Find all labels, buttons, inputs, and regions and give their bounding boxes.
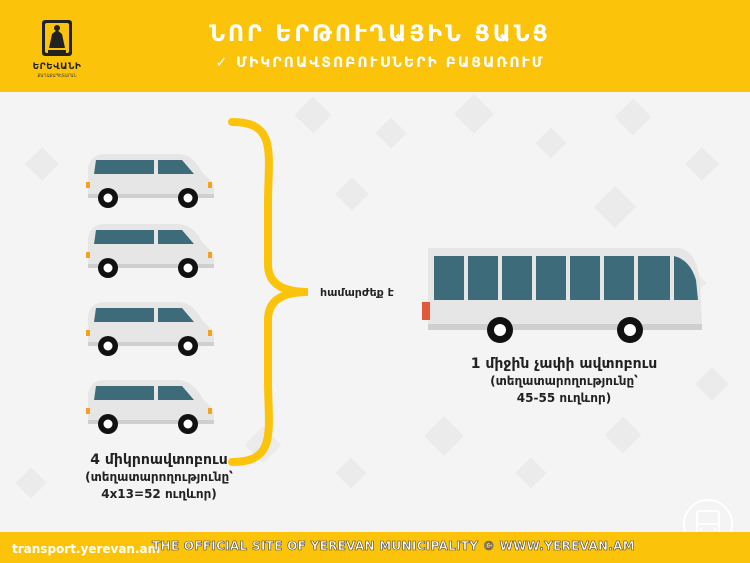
minibus-caption: 4 միկրոավտոբուս (տեղատարողությունը՝ 4x13… [44,452,274,503]
page-subtitle: ✓ ՄԻԿՐՈԱՎՏՈԲՈՒՍՆԵՐԻ ԲԱՑԱՌՈՒՄ [215,55,545,71]
logo-subtitle: ՔԱՂԱՔԱՊԵՏԱՐԱՆ [37,73,77,78]
page-title: ՆՈՐ ԵՐԹՈՒՂԱՅԻՆ ՑԱՆՑ [209,22,551,47]
minibus-capacity-value: 4x13=52 ուղևոր) [101,487,217,501]
bus-caption: 1 միջին չափի ավտոբուս (տեղատարողությունը… [454,356,674,407]
bus-count-label: 1 միջին չափի ավտոբուս [470,356,658,372]
minibus-icon [86,154,214,208]
minibus-capacity-label: (տեղատարողությունը՝ [85,470,233,484]
bus-capacity-value: 45-55 ուղևոր) [516,391,612,405]
watermark-text: THE OFFICIAL SITE OF YEREVAN MUNICIPALIT… [152,539,635,554]
yerevan-logo: ԵՐԵՎԱՆԻ ՔԱՂԱՔԱՊԵՏԱՐԱՆ [22,14,92,80]
minibus-icon [86,380,214,434]
logo-name: ԵՐԵՎԱՆԻ [32,62,82,72]
minibus-icon [86,302,214,356]
background-pattern [15,94,729,499]
footer-bar: transport.yerevan.am THE OFFICIAL SITE O… [0,532,750,563]
minibus-icon [86,224,214,278]
minibus-count-label: 4 միկրոավտոբուս [90,452,228,468]
curly-brace [228,118,309,466]
header-banner: ԵՐԵՎԱՆԻ ՔԱՂԱՔԱՊԵՏԱՐԱՆ ՆՈՐ ԵՐԹՈՒՂԱՅԻՆ ՑԱՆ… [0,0,750,92]
site-url[interactable]: transport.yerevan.am [12,542,161,556]
lion-crest-icon [42,20,72,56]
bus-icon [422,248,702,343]
bus-capacity-label: (տեղատարողությունը՝ [490,374,638,388]
equivalence-label: համարժեք է [320,286,394,299]
